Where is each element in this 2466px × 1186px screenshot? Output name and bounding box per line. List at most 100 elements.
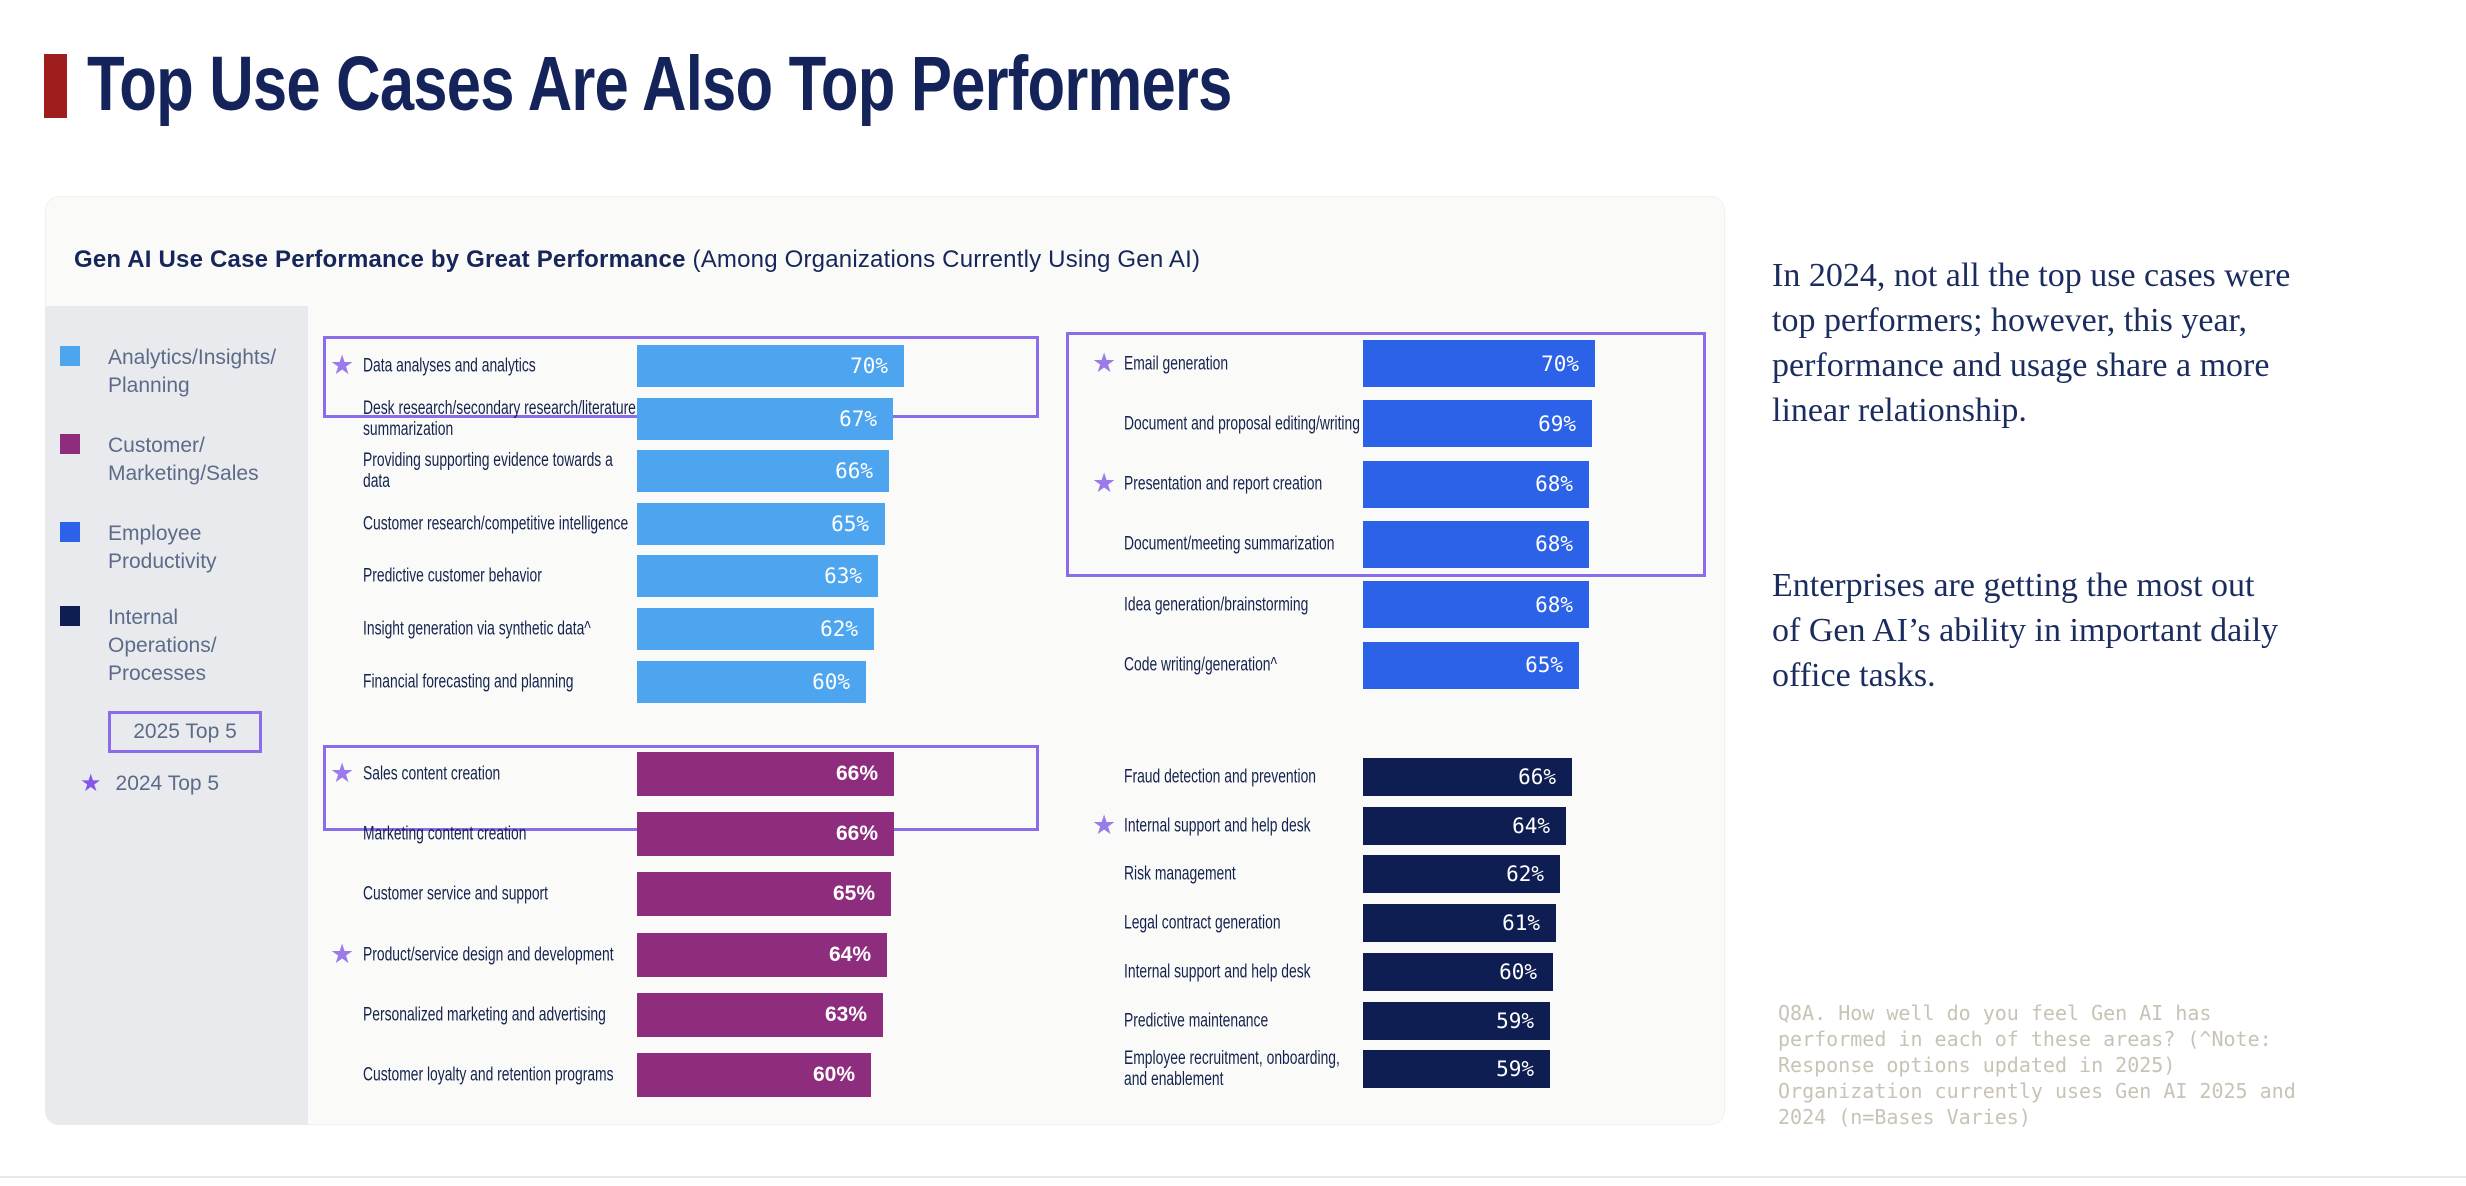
bar-value-label: 69% — [1538, 411, 1576, 436]
bar-value-label: 68% — [1535, 532, 1573, 557]
bar-value-label: 65% — [832, 882, 875, 906]
bar-label: Internal support and help desk — [1124, 961, 1311, 983]
bar-value-label: 66% — [835, 762, 878, 785]
legend-item-label: Internal Operations/ Processes — [108, 606, 217, 685]
bar-label: Providing supporting evidence towards a … — [363, 450, 613, 493]
bar-label: Sales content creation — [363, 763, 501, 785]
legend-2025-top5-label: 2025 Top 5 — [133, 720, 237, 743]
legend-panel — [45, 306, 308, 1125]
bar-value-label: 68% — [1535, 592, 1573, 617]
bar: 60% — [637, 660, 866, 703]
bar-value-label: 66% — [835, 459, 873, 484]
bar-value-label: 64% — [1512, 813, 1550, 838]
commentary-text: In 2024, not all the top use cases were … — [1772, 208, 2442, 743]
star-2024-icon: ★ — [330, 350, 355, 380]
chart-heading-bold: Gen AI Use Case Performance by Great Per… — [74, 246, 686, 273]
legend-item: Analytics/Insights/ Planning — [60, 344, 276, 400]
bar-label: Personalized marketing and advertising — [363, 1004, 606, 1026]
legend-item-label: Employee Productivity — [108, 522, 217, 573]
bar-value-label: 66% — [1518, 765, 1556, 789]
bar: 63% — [637, 992, 883, 1037]
bar: 70% — [1363, 340, 1595, 387]
bar-value-label: 63% — [824, 1002, 867, 1026]
bar-value-label: 65% — [1525, 653, 1563, 677]
legend-2025-top5-box: 2025 Top 5 — [108, 711, 262, 753]
bar: 64% — [637, 932, 887, 977]
bar-label: Marketing content creation — [363, 823, 527, 845]
bar-label: Desk research/secondary research/literat… — [363, 397, 636, 440]
bar-value-label: 67% — [839, 406, 877, 431]
bar-label: Customer service and support — [363, 883, 549, 905]
star-2024-icon: ★ — [1092, 347, 1117, 378]
bar-label: Predictive customer behavior — [363, 565, 542, 587]
bar-value-label: 70% — [850, 354, 888, 378]
bar-value-label: 68% — [1535, 472, 1573, 497]
bar-value-label: 60% — [1499, 959, 1537, 984]
bar: 69% — [1363, 400, 1592, 448]
bar-value-label: 70% — [1541, 351, 1579, 376]
top5-2025-highlight-box — [1066, 332, 1706, 577]
legend-item: Customer/ Marketing/Sales — [60, 432, 259, 488]
bar-value-label: 65% — [831, 511, 869, 536]
bar-value-label: 66% — [835, 822, 878, 846]
bar-label: Predictive maintenance — [1124, 1010, 1269, 1031]
bar: 66% — [637, 450, 889, 493]
bar: 65% — [1363, 641, 1579, 689]
bar: 68% — [1363, 581, 1589, 629]
bar-label: Financial forecasting and planning — [363, 671, 574, 693]
star-icon: ★ — [80, 770, 102, 797]
bar-label: Internal support and help desk — [1124, 815, 1311, 837]
bar-label: Insight generation via synthetic data^ — [363, 618, 591, 640]
bar: 68% — [1363, 460, 1589, 508]
title-accent-bar — [44, 54, 67, 118]
star-2024-icon: ★ — [1092, 809, 1117, 840]
bar-label: Customer research/competitive intelligen… — [363, 513, 629, 535]
bar-label: Employee recruitment, onboarding, and en… — [1124, 1048, 1340, 1091]
bar: 61% — [1363, 904, 1556, 943]
bar-label: Email generation — [1124, 353, 1229, 374]
bar-label: Document and proposal editing/writing — [1124, 413, 1360, 435]
bar: 67% — [637, 397, 893, 440]
bar: 62% — [637, 608, 874, 650]
chart-heading-rest: (Among Organizations Currently Using Gen… — [685, 246, 1201, 273]
bar: 64% — [1363, 806, 1566, 845]
legend-item: Internal Operations/ Processes — [60, 604, 217, 688]
bar-label: Data analyses and analytics — [363, 355, 536, 377]
chart-heading: Gen AI Use Case Performance by Great Per… — [74, 246, 1200, 274]
bar-value-label: 62% — [1506, 862, 1544, 887]
star-2024-icon: ★ — [330, 938, 355, 969]
commentary-paragraph-2: Enterprises are getting the most out of … — [1772, 567, 2279, 694]
legend-2024-top5-label: 2024 Top 5 — [115, 772, 220, 795]
bar-label: Presentation and report creation — [1124, 473, 1323, 495]
bar-label: Fraud detection and prevention — [1124, 766, 1317, 788]
legend-swatch-icon — [60, 606, 80, 626]
legend-swatch-icon — [60, 346, 80, 366]
bar-value-label: 63% — [824, 564, 862, 589]
bar-value-label: 60% — [812, 669, 850, 694]
page-title: Top Use Cases Are Also Top Performers — [87, 41, 1232, 127]
bar: 65% — [637, 502, 885, 545]
legend-swatch-icon — [60, 434, 80, 454]
footnote-text: Q8A. How well do you feel Gen AI has per… — [1778, 1001, 2296, 1129]
star-2024-icon: ★ — [1092, 468, 1117, 499]
bar: 59% — [1363, 1001, 1550, 1040]
legend-item-label: Analytics/Insights/ Planning — [108, 346, 277, 397]
bar-value-label: 61% — [1502, 911, 1540, 936]
bar-label: Product/service design and development — [363, 944, 614, 966]
bar: 62% — [1363, 855, 1560, 894]
bar: 66% — [637, 752, 894, 796]
bar-label: Code writing/generation^ — [1124, 654, 1278, 676]
bar-label: Document/meeting summarization — [1124, 533, 1335, 555]
bar: 59% — [1363, 1050, 1550, 1089]
bar-value-label: 62% — [820, 617, 858, 641]
bar: 66% — [1363, 758, 1572, 796]
paragraph-gap — [1772, 478, 2442, 518]
bar: 60% — [637, 1053, 871, 1097]
bar: 60% — [1363, 952, 1553, 991]
bar-value-label: 59% — [1496, 1008, 1534, 1033]
bar: 63% — [637, 555, 878, 598]
bottom-divider — [0, 1176, 2466, 1178]
bar-label: Idea generation/brainstorming — [1124, 594, 1309, 616]
bar: 70% — [637, 345, 904, 387]
legend-item-label: Customer/ Marketing/Sales — [108, 434, 259, 485]
